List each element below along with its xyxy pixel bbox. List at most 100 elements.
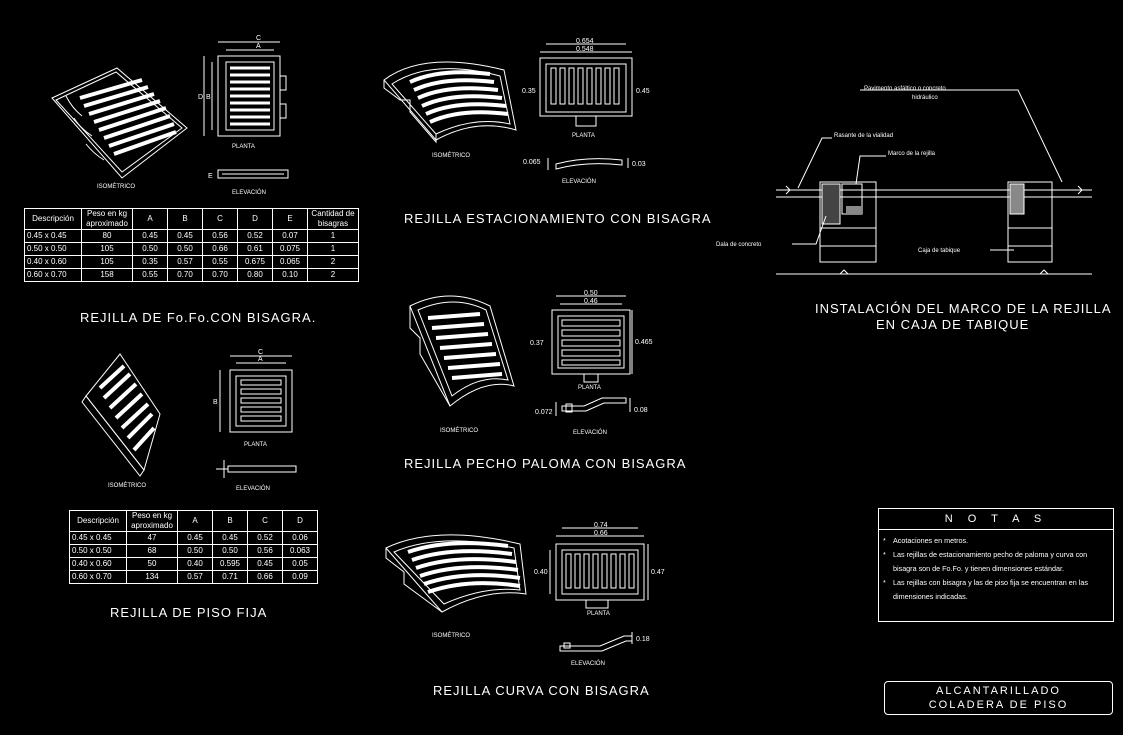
estacionamiento-dim-right: 0.45: [636, 88, 650, 95]
estacionamiento-elev-right: 0.03: [632, 161, 646, 168]
table-cell: 47: [126, 531, 178, 545]
table-cell: 50: [126, 557, 178, 571]
curva-plan-label: PLANTA: [587, 611, 610, 617]
table-cell: 0.50: [212, 544, 248, 558]
estacionamiento-isometric: [383, 61, 517, 144]
table-header-cell: Peso en kg aproximado: [126, 510, 178, 532]
fofo-isometric: [51, 67, 188, 179]
notes-list: Acotaciones en metros. Las rejillas de e…: [879, 534, 1113, 604]
table-cell: 0.50: [132, 242, 168, 256]
table-cell: 0.40: [177, 557, 213, 571]
table-cell: 0.065: [272, 255, 308, 269]
curva-title: REJILLA CURVA CON BISAGRA: [433, 683, 650, 698]
table-cell: 0.075: [272, 242, 308, 256]
notes-heading: N O T A S: [879, 509, 1113, 530]
piso-isometric: [81, 353, 161, 477]
table-cell: 0.50 x 0.50: [69, 544, 127, 558]
table-cell: 0.45 x 0.45: [69, 531, 127, 545]
table-cell: 0.05: [282, 557, 318, 571]
fofo-dim-b: B: [206, 94, 211, 101]
table-cell: 105: [81, 242, 133, 256]
title-block: ALCANTARILLADO COLADERA DE PISO: [884, 681, 1113, 715]
table-cell: 0.50: [167, 242, 203, 256]
curva-dim-left: 0.40: [534, 569, 548, 576]
estacionamiento-elevation: [547, 158, 629, 170]
table-cell: 0.70: [167, 268, 203, 282]
table-cell: 0.56: [247, 544, 283, 558]
table-cell: 0.57: [177, 570, 213, 584]
table-header-cell: B: [167, 208, 203, 230]
note-item: Las rejillas de estacionamiento pecho de…: [883, 548, 1109, 576]
table-cell: 0.56: [202, 229, 238, 243]
piso-dim-a: A: [258, 356, 263, 363]
table-cell: 0.07: [272, 229, 308, 243]
table-cell: 0.09: [282, 570, 318, 584]
table-cell: 0.10: [272, 268, 308, 282]
estacionamiento-isometric-label: ISOMÉTRICO: [432, 152, 470, 159]
pecho-isometric-label: ISOMÉTRICO: [440, 427, 478, 434]
instalacion-title-1: INSTALACIÓN DEL MARCO DE LA REJILLA: [815, 301, 1112, 316]
table-cell: 0.45: [132, 229, 168, 243]
table-cell: 0.52: [237, 229, 273, 243]
instalacion-label-dala: Dala de concreto: [716, 242, 762, 248]
instalacion-label-pavimento-1: Pavimento asfáltico o concreto: [864, 86, 946, 92]
fofo-plan-label: PLANTA: [232, 144, 255, 150]
instalacion-label-marco: Marco de la rejilla: [888, 151, 936, 157]
table-header-cell: E: [272, 208, 308, 230]
fofo-isometric-label: ISOMÉTRICO: [97, 183, 135, 190]
instalacion-section: [776, 89, 1092, 275]
pecho-dim-outer: 0.50: [584, 290, 598, 297]
table-header-cell: A: [177, 510, 213, 532]
table-cell: 0.57: [167, 255, 203, 269]
table-cell: 0.45: [167, 229, 203, 243]
curva-elevation: [559, 632, 633, 652]
instalacion-label-rasante: Rasante de la vialidad: [834, 133, 893, 139]
piso-plan: [219, 355, 293, 433]
estacionamiento-dim-left: 0.35: [522, 88, 536, 95]
piso-dim-b: B: [213, 399, 218, 406]
fofo-dim-c: C: [256, 35, 261, 42]
table-cell: 0.35: [132, 255, 168, 269]
table-header-cell: Descripción: [69, 510, 127, 532]
fofo-elevation: [217, 169, 289, 179]
piso-elevation-label: ELEVACIÓN: [236, 485, 270, 492]
piso-plan-label: PLANTA: [244, 442, 267, 448]
piso-dim-c: C: [258, 349, 263, 356]
curva-dim-right: 0.47: [651, 569, 665, 576]
fofo-dim-d: D: [198, 94, 203, 101]
curva-isometric-label: ISOMÉTRICO: [432, 632, 470, 639]
estacionamiento-plan: [539, 43, 633, 127]
table-cell: 0.45: [247, 557, 283, 571]
fofo-title: REJILLA DE Fo.Fo.CON BISAGRA.: [80, 310, 316, 325]
instalacion-title-2: EN CAJA DE TABIQUE: [876, 317, 1029, 332]
table-cell: 0.50: [177, 544, 213, 558]
table-cell: 0.50 x 0.50: [24, 242, 82, 256]
table-cell: 0.66: [247, 570, 283, 584]
estacionamiento-dim-inner: 0.548: [576, 46, 594, 53]
pecho-plan: [551, 295, 633, 383]
table-header-cell: B: [212, 510, 248, 532]
table-header-cell: C: [202, 208, 238, 230]
table-cell: 0.45 x 0.45: [24, 229, 82, 243]
table-cell: 1: [307, 242, 359, 256]
table-header-cell: D: [237, 208, 273, 230]
title-block-line2: COLADERA DE PISO: [928, 699, 1069, 711]
pecho-dim-right: 0.465: [635, 339, 653, 346]
table-cell: 2: [307, 255, 359, 269]
pecho-elev-left: 0.072: [535, 409, 553, 416]
curva-dim-inner: 0.66: [594, 530, 608, 537]
table-header-cell: D: [282, 510, 318, 532]
table-cell: 0.55: [202, 255, 238, 269]
table-header-cell: C: [247, 510, 283, 532]
fofo-dim-a: A: [256, 43, 261, 50]
table-cell: 158: [81, 268, 133, 282]
table-cell: 2: [307, 268, 359, 282]
pecho-plan-label: PLANTA: [578, 385, 601, 391]
